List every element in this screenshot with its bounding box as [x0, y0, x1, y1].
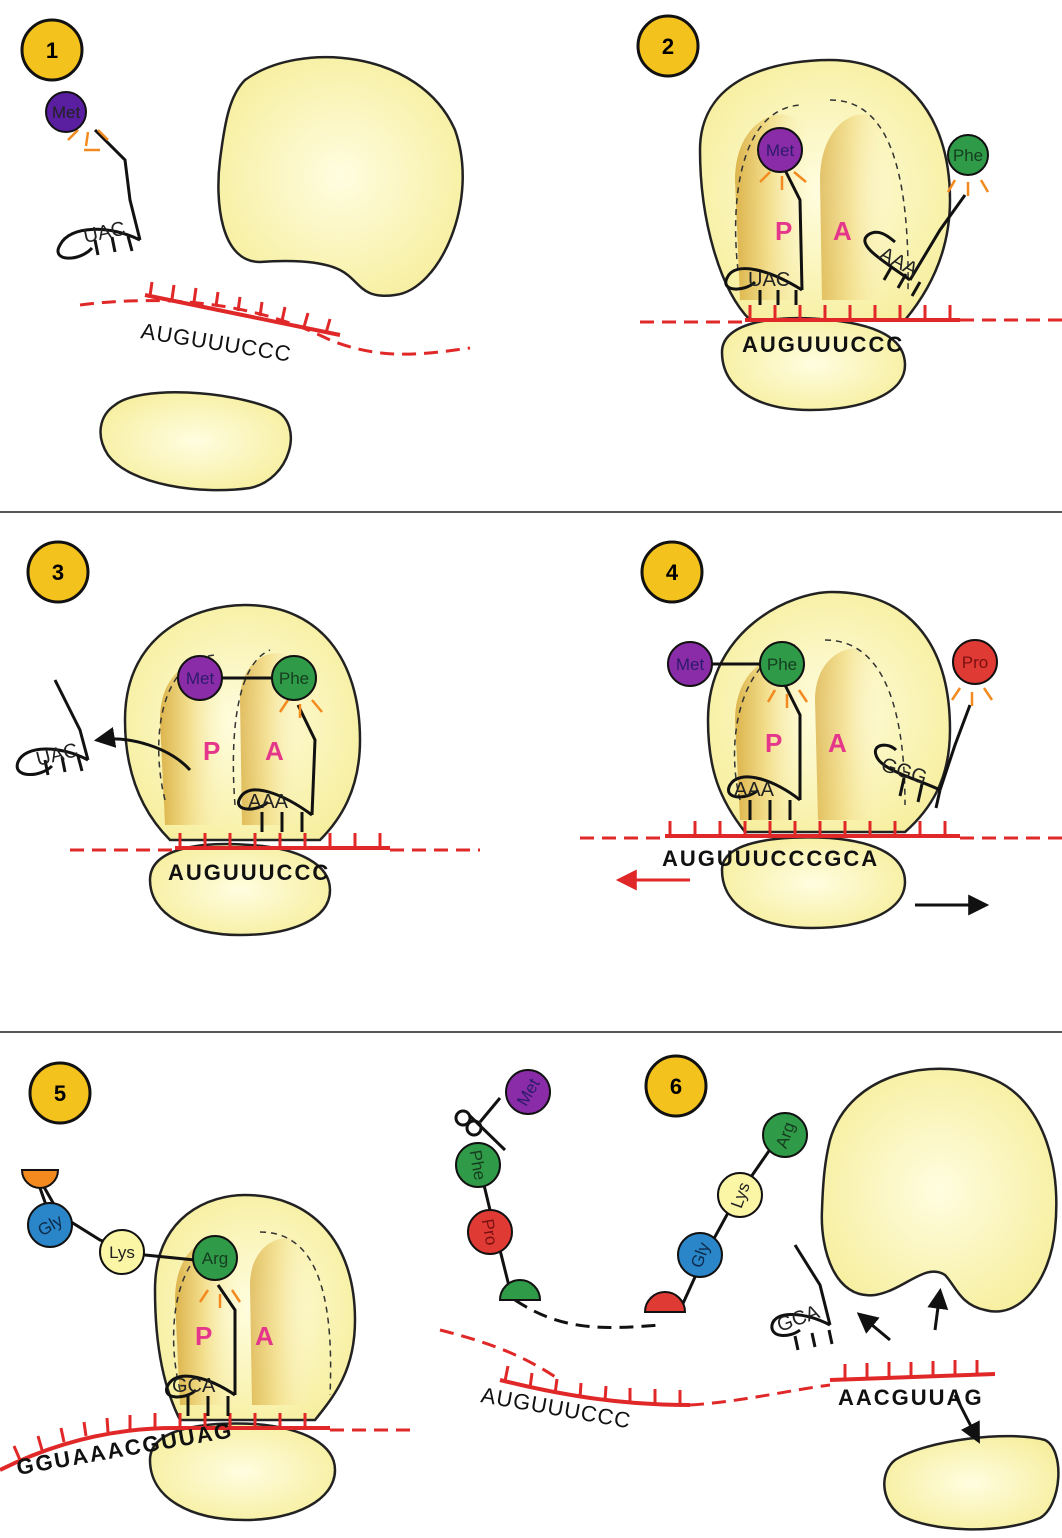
svg-text:Phe: Phe	[279, 669, 309, 688]
small-subunit	[884, 1436, 1058, 1529]
amino-acid-bond	[68, 130, 108, 150]
a-site-label: A	[255, 1321, 274, 1351]
mrna-sequence: AUGUUUCCC	[168, 860, 330, 885]
amino-acid-met: Met	[506, 1070, 550, 1114]
amino-acid-arg: Arg	[763, 1113, 807, 1157]
panel-5: 5 GGUAAACGUUAG P A GCA Gly	[0, 1063, 410, 1520]
svg-text:Met: Met	[676, 655, 705, 674]
panel-1: 1 AUGUUUCCC UAC Met	[22, 20, 470, 490]
step-badge: 6	[646, 1056, 706, 1116]
amino-acid-phe: Phe	[760, 642, 804, 686]
step-badge: 1	[22, 20, 82, 80]
amino-acid-phe: Phe	[456, 1143, 500, 1187]
svg-text:Arg: Arg	[202, 1249, 228, 1268]
anticodon: UAC	[81, 218, 127, 248]
amino-acid-gly: Gly	[28, 1203, 72, 1247]
amino-acid-met: Met	[178, 656, 222, 700]
small-subunit	[150, 844, 330, 935]
amino-acid-lys: Lys	[718, 1173, 762, 1217]
panel-6: 6 AUGUUUCCC AACGUUAG GCA	[440, 1056, 1058, 1529]
release-arrow	[935, 1292, 940, 1330]
svg-text:Pro: Pro	[962, 653, 988, 672]
svg-text:6: 6	[670, 1074, 682, 1099]
amino-acid-phe: Phe	[948, 135, 988, 175]
mrna-sequence: AUGUUUCCC	[139, 318, 293, 366]
panel-4: 4 AUGUUUCCCGCA P A AAA Met	[580, 542, 1062, 928]
amino-acid-met: Met	[668, 642, 712, 686]
anticodon: UAC	[34, 739, 80, 771]
a-site-label: A	[265, 736, 284, 766]
mrna-sequence: AUGUUUCCCGCA	[662, 846, 879, 871]
a-site-label: A	[828, 728, 847, 758]
amino-acid-phe: Phe	[272, 656, 316, 700]
step-badge: 4	[642, 542, 702, 602]
large-subunit	[822, 1069, 1056, 1312]
large-subunit	[218, 57, 462, 296]
panel-2: 2 AUGUUUCCC P A UAC Met AAA	[638, 16, 1062, 410]
svg-text:Met: Met	[186, 669, 215, 688]
anticodon: AAA	[248, 791, 289, 813]
amino-acid-lys: Lys	[100, 1230, 144, 1274]
peptide-end	[645, 1292, 685, 1312]
svg-text:Lys: Lys	[109, 1243, 135, 1262]
svg-text:3: 3	[52, 560, 64, 585]
svg-text:2: 2	[662, 34, 674, 59]
svg-text:Met: Met	[52, 103, 81, 122]
polypeptide-link	[515, 1300, 660, 1327]
panel-3: 3 AUGUUUCCC P A UAC AAA Me	[17, 542, 480, 935]
amino-acid-pro: Pro	[953, 640, 997, 684]
p-site-label: P	[765, 728, 782, 758]
amino-acid-arg: Arg	[193, 1236, 237, 1280]
svg-text:4: 4	[666, 560, 679, 585]
step-badge: 5	[30, 1063, 90, 1123]
svg-text:Met: Met	[766, 141, 795, 160]
svg-text:1: 1	[46, 38, 58, 63]
amino-acid-met: Met	[46, 92, 86, 132]
anticodon: GCA	[172, 1375, 216, 1397]
svg-text:5: 5	[54, 1081, 66, 1106]
peptide-cut-end	[22, 1170, 58, 1188]
amino-acid-gly: Gly	[678, 1233, 722, 1277]
amino-acid-pro: Pro	[468, 1210, 512, 1254]
a-site-label: A	[833, 216, 852, 246]
mrna-sequence: AUGUUUCCC	[742, 332, 904, 357]
release-arrow	[860, 1315, 890, 1340]
peptide-end	[500, 1280, 540, 1300]
small-subunit	[101, 392, 291, 490]
p-site-label: P	[203, 736, 220, 766]
p-site-label: P	[195, 1321, 212, 1351]
p-site-label: P	[775, 216, 792, 246]
svg-text:Phe: Phe	[953, 146, 983, 165]
svg-text:Phe: Phe	[767, 655, 797, 674]
anticodon: AAA	[734, 779, 775, 801]
step-badge: 2	[638, 16, 698, 76]
step-badge: 3	[28, 542, 88, 602]
amino-acid-met: Met	[758, 128, 802, 172]
anticodon: UAC	[748, 269, 790, 291]
